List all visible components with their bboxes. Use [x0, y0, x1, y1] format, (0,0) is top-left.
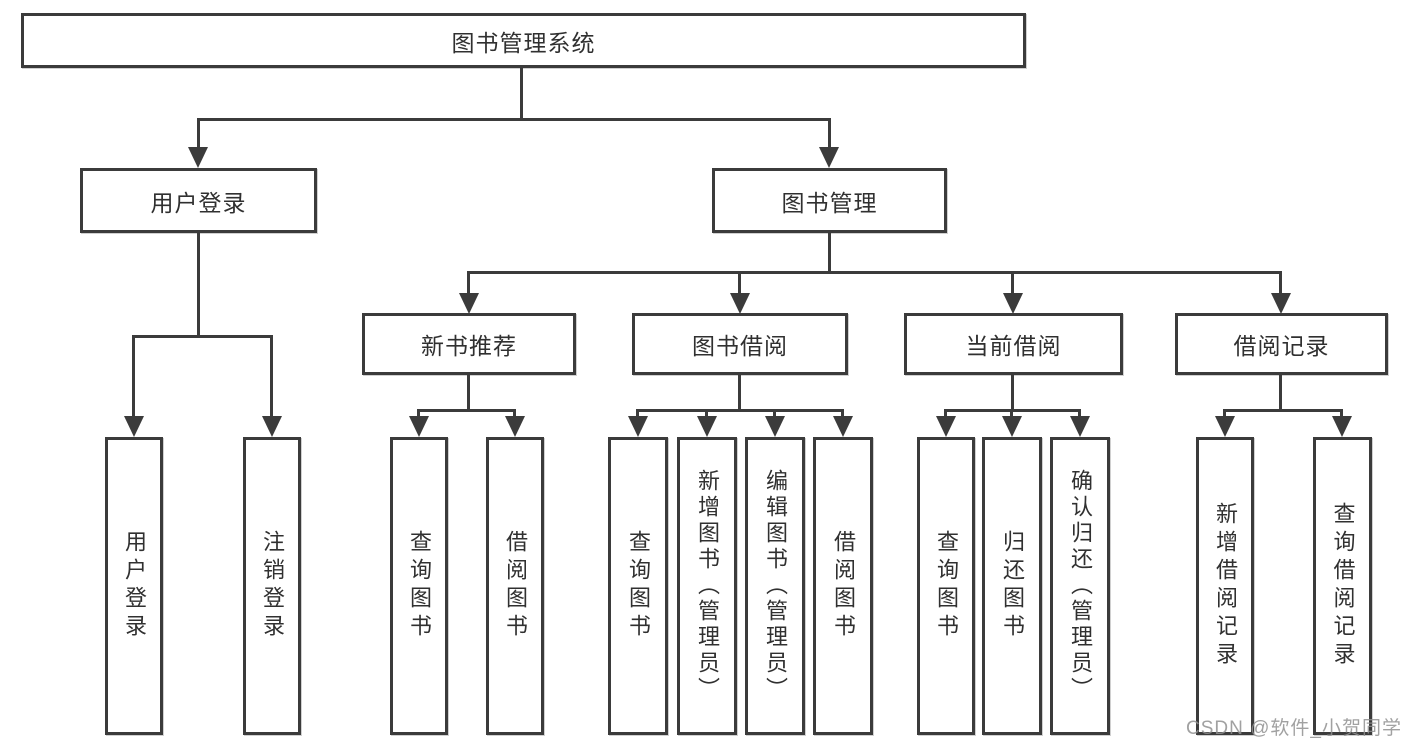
arrowhead-cb-return [1002, 416, 1022, 437]
connector-new-book-recommend-stem [467, 375, 470, 409]
connector-book-borrow-stem [738, 375, 741, 409]
arrowhead-current-borrow [1003, 293, 1023, 314]
connector-branch-bb-add [705, 409, 708, 417]
arrowhead-bb-query [628, 416, 648, 437]
connector-root-rail [197, 118, 831, 121]
connector-branch-book-management [828, 118, 831, 148]
csdn-watermark: CSDN @软件_小贺同学 [1186, 718, 1402, 739]
connector-new-book-recommend-rail [417, 409, 516, 412]
connector-branch-recommend-borrow [513, 409, 516, 417]
connector-branch-new-book-recommend [467, 271, 470, 294]
node-new-book-recommend: 新书推荐 [362, 313, 576, 375]
node-current-borrow: 当前借阅 [904, 313, 1123, 375]
node-borrow-record: 借阅记录 [1175, 313, 1388, 375]
node-leaf-borrow-edit-book: 编辑图书（管理员） [745, 437, 805, 735]
arrowhead-recommend-borrow [505, 416, 525, 437]
node-leaf-borrow-add-book: 新增图书（管理员） [677, 437, 737, 735]
connector-branch-cb-confirm [1078, 409, 1081, 417]
connector-branch-leaf-logout [270, 335, 273, 417]
arrowhead-bb-edit [765, 416, 785, 437]
connector-book-borrow-rail [636, 409, 844, 412]
arrowhead-bb-borrow [833, 416, 853, 437]
connector-branch-cb-return [1010, 409, 1013, 417]
arrowhead-bb-add [697, 416, 717, 437]
connector-branch-bb-borrow [841, 409, 844, 417]
arrowhead-br-add [1215, 416, 1235, 437]
node-leaf-user-login: 用户登录 [105, 437, 163, 735]
arrowhead-book-borrow [730, 293, 750, 314]
connector-branch-bb-edit [773, 409, 776, 417]
node-leaf-recommend-borrow-book: 借阅图书 [486, 437, 544, 735]
connector-borrow-record-stem [1279, 375, 1282, 409]
node-leaf-record-add-record: 新增借阅记录 [1196, 437, 1254, 735]
node-root: 图书管理系统 [21, 13, 1026, 68]
node-leaf-current-return-book: 归还图书 [982, 437, 1042, 735]
connector-root-stem [520, 68, 523, 118]
arrowhead-br-query [1332, 416, 1352, 437]
connector-current-borrow-stem [1011, 375, 1014, 409]
connector-branch-borrow-record [1279, 271, 1282, 294]
arrowhead-leaf-logout [262, 416, 282, 437]
arrowhead-leaf-user-login [124, 416, 144, 437]
connector-user-login-stem [197, 233, 200, 335]
arrowhead-book-management [819, 147, 839, 168]
node-leaf-current-confirm-return: 确认归还（管理员） [1050, 437, 1110, 735]
connector-book-management-stem [828, 233, 831, 271]
connector-borrow-record-rail [1223, 409, 1343, 412]
arrowhead-new-book-recommend [459, 293, 479, 314]
connector-user-login-rail [132, 335, 273, 338]
arrowhead-cb-query [936, 416, 956, 437]
node-leaf-record-query-record: 查询借阅记录 [1313, 437, 1372, 735]
node-leaf-borrow-borrow-book: 借阅图书 [813, 437, 873, 735]
arrowhead-borrow-record [1271, 293, 1291, 314]
node-leaf-logout: 注销登录 [243, 437, 301, 735]
node-leaf-recommend-query-book: 查询图书 [390, 437, 448, 735]
node-book-borrow: 图书借阅 [632, 313, 848, 375]
connector-branch-current-borrow [1011, 271, 1014, 294]
connector-branch-user-login [197, 118, 200, 148]
arrowhead-user-login [188, 147, 208, 168]
connector-branch-book-borrow [738, 271, 741, 294]
connector-branch-bb-query [636, 409, 639, 417]
node-book-management: 图书管理 [712, 168, 947, 233]
node-leaf-current-query-book: 查询图书 [917, 437, 975, 735]
connector-branch-br-query [1340, 409, 1343, 417]
connector-branch-recommend-query [417, 409, 420, 417]
connector-branch-br-add [1223, 409, 1226, 417]
node-user-login: 用户登录 [80, 168, 317, 233]
node-leaf-borrow-query-book: 查询图书 [608, 437, 668, 735]
connector-branch-leaf-user-login [132, 335, 135, 417]
arrowhead-recommend-query [409, 416, 429, 437]
connector-book-management-rail [467, 271, 1282, 274]
connector-branch-cb-query [944, 409, 947, 417]
arrowhead-cb-confirm [1070, 416, 1090, 437]
